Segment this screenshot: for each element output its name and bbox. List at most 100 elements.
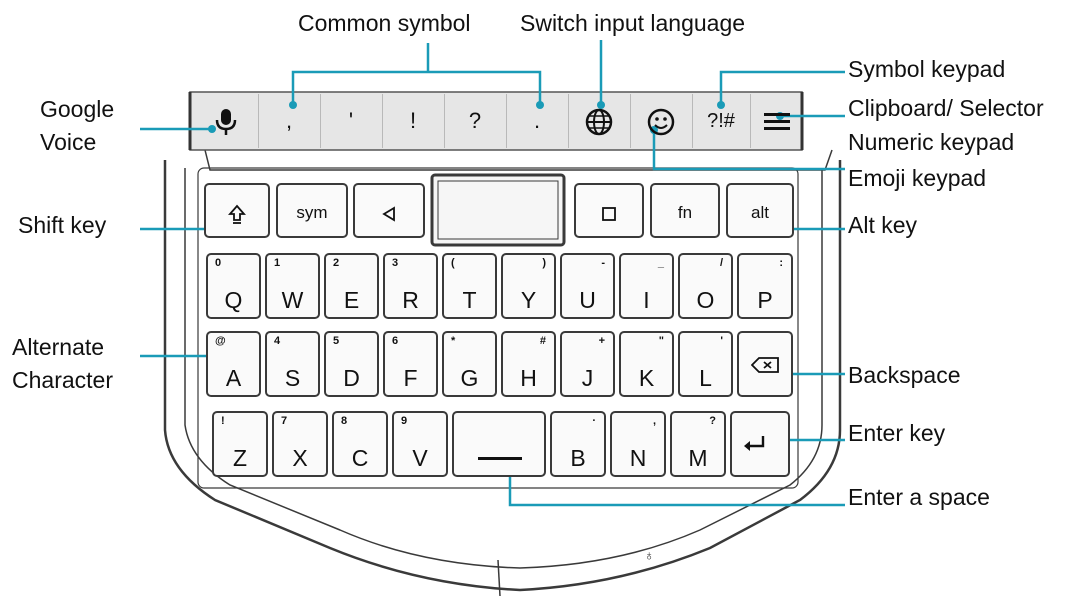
fn-key[interactable]: fn (650, 183, 720, 238)
space-key[interactable] (452, 411, 546, 477)
device-outline (163, 160, 842, 592)
cursor-left-key[interactable] (353, 183, 425, 238)
key-z[interactable]: !Z (212, 411, 268, 477)
sym-key[interactable]: sym (276, 183, 348, 238)
alt-char: · (592, 415, 596, 427)
left-triangle-icon (382, 205, 395, 222)
enter-arrow-icon (744, 436, 765, 451)
label-backspace: Backspace (848, 362, 961, 388)
key-t[interactable]: (T (442, 253, 497, 319)
headphone-icon: ♁ (644, 547, 655, 563)
alt-char: 5 (333, 335, 340, 347)
label-enter-key: Enter key (848, 420, 946, 446)
alt-char: # (539, 335, 546, 347)
menu-icon (764, 113, 790, 131)
key-letter: A (225, 365, 242, 391)
toolbar-comma-key[interactable]: , (258, 94, 319, 148)
toolbar-question-key[interactable]: ? (444, 94, 505, 148)
alt-char: ! (221, 415, 225, 427)
key-letter: O (696, 287, 715, 313)
alt-char: ? (709, 415, 716, 427)
alt-char: 6 (392, 335, 399, 347)
alt-char: 8 (341, 415, 348, 427)
toolbar-apostrophe-key[interactable]: ' (320, 94, 381, 148)
label-google-voice: Google Voice (40, 96, 115, 156)
key-m[interactable]: ?M (670, 411, 726, 477)
microphone-icon (215, 109, 237, 136)
key-j[interactable]: +J (560, 331, 615, 397)
key-u[interactable]: -U (560, 253, 615, 319)
key-letter: L (699, 365, 712, 391)
shift-key[interactable] (204, 183, 270, 238)
backspace-key[interactable] (737, 331, 793, 397)
device-grille (204, 149, 833, 171)
label-switch-input-language: Switch input language (520, 10, 746, 36)
key-letter: X (292, 445, 308, 471)
alt-key[interactable]: alt (726, 183, 794, 238)
alt-char: 0 (215, 257, 222, 269)
key-o[interactable]: /O (678, 253, 733, 319)
key-letter: B (570, 445, 586, 471)
alt-char: / (719, 257, 723, 269)
alt-char: ) (542, 257, 546, 269)
alt-char: " (658, 335, 664, 347)
key-letter: Z (232, 445, 248, 471)
key-letter: D (343, 365, 360, 391)
alt-char: 4 (274, 335, 281, 347)
key-b[interactable]: ·B (550, 411, 606, 477)
alt-char: ' (720, 335, 723, 347)
key-h[interactable]: #H (501, 331, 556, 397)
key-letter: V (412, 445, 428, 471)
key-letter: J (581, 365, 594, 391)
symbol-keypad-button[interactable]: ?!# (692, 94, 749, 148)
google-voice-button[interactable] (196, 94, 256, 148)
alt-char: ( (451, 257, 455, 269)
alt-char: 3 (392, 257, 399, 269)
label-numeric-keypad: Numeric keypad (848, 129, 1015, 155)
toolbar-exclamation-key[interactable]: ! (382, 94, 443, 148)
enter-key[interactable] (730, 411, 790, 477)
switch-language-button[interactable] (568, 94, 629, 148)
key-k[interactable]: "K (619, 331, 674, 397)
key-l[interactable]: 'L (678, 331, 733, 397)
label-symbol-keypad: Symbol keypad (848, 56, 1006, 82)
alt-char: 1 (274, 257, 281, 269)
alt-char: _ (657, 257, 664, 269)
device-bottom-seam (497, 559, 501, 596)
key-i[interactable]: _I (619, 253, 674, 319)
toolbar-period-key[interactable]: . (506, 94, 567, 148)
clipboard-selector-button[interactable] (750, 94, 803, 148)
key-letter: U (579, 287, 596, 313)
key-p[interactable]: :P (737, 253, 793, 319)
alt-char: - (601, 257, 605, 269)
key-a[interactable]: @A (206, 331, 261, 397)
emoji-keypad-button[interactable] (630, 94, 691, 148)
cursor-right-key[interactable] (574, 183, 644, 238)
key-letter: R (402, 287, 419, 313)
alt-char: 2 (333, 257, 340, 269)
emoji-icon (647, 108, 675, 136)
backspace-icon (751, 357, 779, 373)
label-enter-a-space: Enter a space (848, 484, 990, 510)
alt-char: : (779, 257, 783, 269)
alt-char: @ (215, 335, 226, 347)
key-letter: H (520, 365, 537, 391)
key-y[interactable]: )Y (501, 253, 556, 319)
key-g[interactable]: *G (442, 331, 497, 397)
key-letter: E (343, 287, 360, 313)
trackpad (430, 173, 566, 247)
connector-lines (140, 40, 845, 507)
key-n[interactable]: ,N (610, 411, 666, 477)
